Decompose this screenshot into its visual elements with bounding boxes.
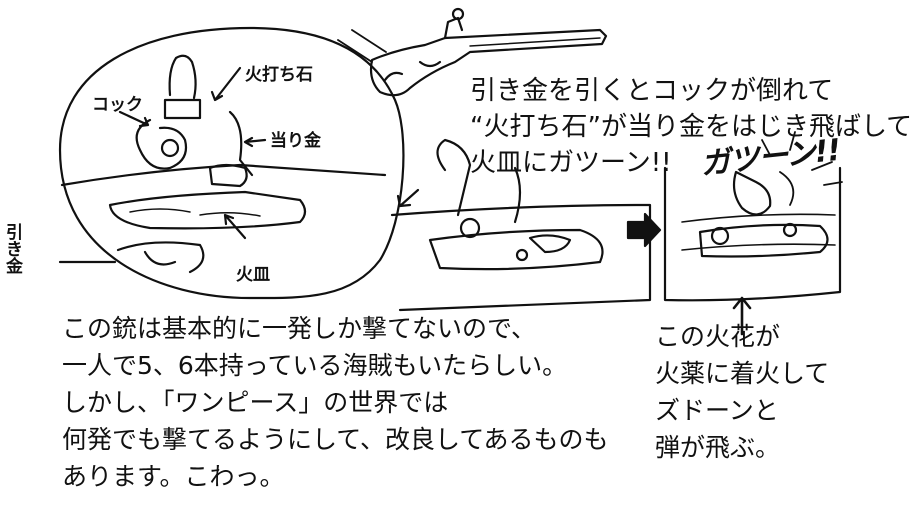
body-line-4: 何発でも撃てるようにして、改良してあるものも [62,425,609,454]
side-note-line-3: ズドーンと [655,396,779,425]
body-line-3: しかし、「ワンピース」の世界では [62,388,449,417]
lock-after-firing [663,131,843,336]
caption-line-2: “火打ち石”が当り金をはじき飛ばして [470,112,913,142]
caption-line-3: 火皿にガツーン!! [470,148,672,178]
frizzen-label: 当り金 [270,131,321,151]
side-note-line-4: 弾が飛ぶ。 [655,433,781,462]
cock-label: コック [92,95,143,115]
zoom-circle [58,26,405,300]
side-note-line-1: この火花が [655,322,781,351]
lock-before-firing [390,138,652,312]
trigger-label: 引き金 [6,223,23,277]
body-line-5: あります。こわっ。 [62,462,285,491]
body-line-1: この銃は基本的に一発しか撃てないので、 [62,314,537,343]
zoomed-lock [58,54,387,274]
body-line-2: 一人で5、6本持っている海賊もいたらしい。 [62,351,568,380]
side-note-line-2: 火薬に着火して [655,359,830,388]
pistol-icon [369,7,608,97]
pan-label: 火皿 [236,265,270,285]
flint-label: 火打ち石 [245,65,313,85]
caption-line-1: 引き金を引くとコックが倒れて [470,76,834,106]
sequence-arrow [626,212,662,248]
